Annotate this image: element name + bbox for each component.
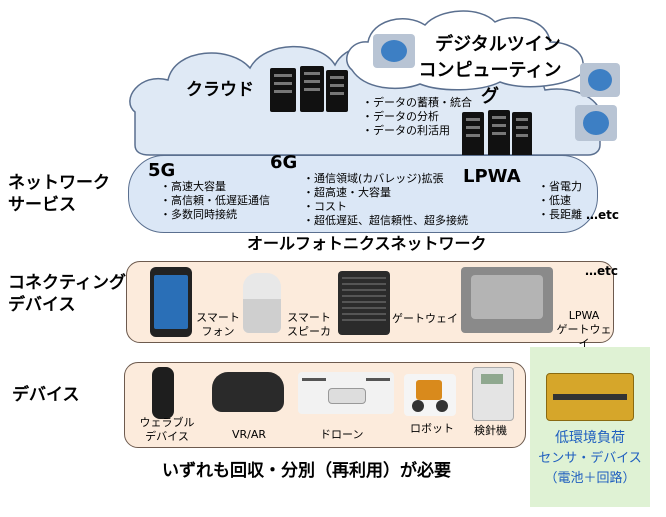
digital-twin-line1: デジタルツイン bbox=[435, 34, 561, 55]
cloud-bullet: ・データの分析 bbox=[362, 110, 439, 123]
smart-speaker-image bbox=[243, 273, 281, 333]
g5-items: ・高速大容量 ・高信頼・低遅延通信 ・多数同時接続 bbox=[160, 180, 270, 222]
device-item-label: VR/AR bbox=[232, 428, 267, 441]
connecting-item-line: スマート bbox=[287, 311, 331, 324]
g6-items: ・通信領域(カバレッジ)拡張 ・超高速・大容量 ・コスト ・超低遅延、超信頼性、… bbox=[303, 172, 468, 228]
g6-item: ・コスト bbox=[303, 200, 347, 213]
network-label-line2: サービス bbox=[8, 195, 76, 215]
g6-item: ・超高速・大容量 bbox=[303, 186, 391, 199]
cloud-bullets: ・データの蓄積・統合 ・データの分析 ・データの利活用 bbox=[362, 96, 472, 138]
brain-icon bbox=[373, 34, 415, 68]
g5-item: ・高速大容量 bbox=[160, 180, 226, 193]
digital-twin-title: デジタルツイン コンピューティング bbox=[419, 32, 568, 110]
connecting-item-label: LPWA ゲートウェイ bbox=[556, 309, 612, 351]
connecting-label-line1: コネクティング bbox=[8, 273, 126, 293]
g5-item: ・高信頼・低遅延通信 bbox=[160, 194, 270, 207]
server-icon bbox=[462, 112, 484, 158]
low-env-line3: （電池＋回路） bbox=[544, 471, 636, 486]
network-caption: オールフォトニクスネットワーク bbox=[247, 234, 487, 253]
footer-note: いずれも回収・分別（再利用）が必要 bbox=[162, 461, 451, 481]
connecting-label: コネクティング デバイス bbox=[8, 272, 126, 316]
device-item-label: 検針機 bbox=[474, 424, 507, 437]
connecting-item-line: フォン bbox=[201, 325, 235, 338]
connecting-item-line: スピーカ bbox=[287, 325, 331, 338]
smartphone-image bbox=[150, 267, 192, 337]
server-icon bbox=[270, 68, 296, 112]
low-env-line1: 低環境負荷 bbox=[555, 430, 625, 446]
low-env-line2: センサ・デバイス bbox=[538, 451, 642, 466]
devices-band bbox=[124, 362, 526, 448]
digital-twin-cloud bbox=[346, 10, 584, 91]
network-label: ネットワーク サービス bbox=[8, 172, 110, 216]
server-icon bbox=[488, 110, 510, 158]
connecting-item-label: スマート フォン bbox=[196, 311, 240, 339]
low-env-box: 低環境負荷 センサ・デバイス （電池＋回路） bbox=[530, 347, 650, 507]
robot-image bbox=[404, 374, 456, 416]
network-band bbox=[128, 155, 598, 233]
lpwa-items: ・省電力 ・低速 ・長距離 bbox=[538, 180, 582, 222]
connecting-item-line: ゲートウェイ bbox=[392, 312, 458, 325]
devices-label: デバイス bbox=[12, 385, 80, 405]
connecting-label-line2: デバイス bbox=[8, 295, 76, 315]
sensor-device-image bbox=[546, 373, 634, 421]
connecting-item-label: ゲートウェイ bbox=[392, 312, 458, 326]
server-icon bbox=[300, 66, 324, 112]
brain-icon bbox=[580, 63, 620, 97]
g6-item: ・超低遅延、超信頼性、超多接続 bbox=[303, 214, 468, 227]
brain-icon bbox=[575, 105, 617, 141]
network-label-line1: ネットワーク bbox=[8, 173, 110, 193]
meter-image bbox=[472, 367, 514, 421]
device-item-label: ウェラブル デバイス bbox=[134, 416, 200, 444]
device-item-line: ウェラブル bbox=[139, 416, 195, 429]
connecting-item-line: LPWA bbox=[568, 309, 600, 322]
digital-twin-line2: コンピューティング bbox=[418, 60, 562, 107]
device-item-label: ロボット bbox=[410, 422, 454, 435]
g6-title: 6G bbox=[270, 152, 298, 173]
vr-headset-image bbox=[212, 372, 284, 412]
lpwa-gateway-image bbox=[461, 267, 553, 333]
g5-title: 5G bbox=[148, 160, 176, 181]
lpwa-title: LPWA bbox=[463, 166, 521, 187]
gateway-image bbox=[338, 271, 390, 335]
cloud-bullet: ・データの蓄積・統合 bbox=[362, 96, 472, 109]
device-item-line: デバイス bbox=[145, 430, 189, 443]
drone-image bbox=[298, 372, 394, 414]
connecting-etc: …etc bbox=[585, 264, 618, 278]
network-etc: …etc bbox=[586, 208, 619, 222]
lpwa-item: ・省電力 bbox=[538, 180, 582, 193]
g6-item: ・通信領域(カバレッジ)拡張 bbox=[303, 172, 444, 185]
connecting-item-line: ゲートウェイ bbox=[556, 323, 612, 350]
connecting-item-line: スマート bbox=[196, 311, 240, 324]
server-icon bbox=[326, 70, 348, 112]
server-icon bbox=[512, 112, 532, 158]
cloud-bullet: ・データの利活用 bbox=[362, 124, 450, 137]
device-item-label: ドローン bbox=[320, 428, 364, 441]
wearable-image bbox=[152, 367, 174, 419]
lpwa-item: ・長距離 bbox=[538, 208, 582, 221]
g5-item: ・多数同時接続 bbox=[160, 208, 237, 221]
lpwa-item: ・低速 bbox=[538, 194, 571, 207]
connecting-item-label: スマート スピーカ bbox=[284, 311, 334, 339]
cloud-title: クラウド bbox=[186, 80, 254, 100]
